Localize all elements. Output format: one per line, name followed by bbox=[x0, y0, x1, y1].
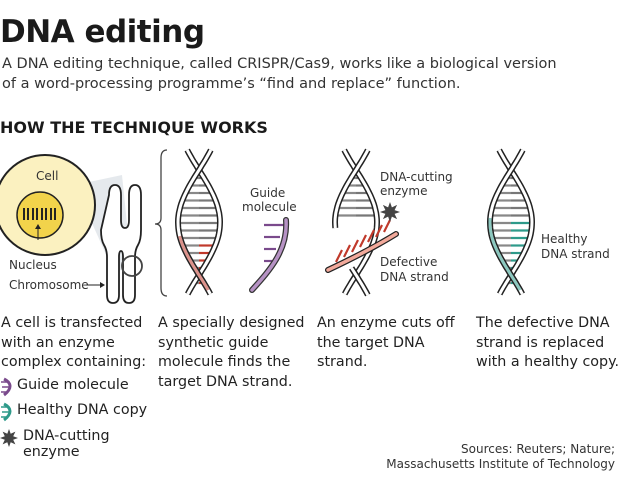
enzyme-label-1: DNA-cutting bbox=[380, 170, 453, 184]
defective-label-1: Defective bbox=[380, 255, 437, 269]
page-title: DNA editing bbox=[0, 14, 205, 50]
legend-healthy-dna: Healthy DNA copy bbox=[0, 402, 147, 422]
magnify-circle bbox=[121, 255, 143, 277]
defective-strand-illustration bbox=[325, 219, 399, 273]
subtitle-line-2: of a word-processing programme’s “find a… bbox=[2, 76, 461, 92]
legend-label-line: DNA-cutting bbox=[23, 428, 110, 444]
enzyme-star-icon bbox=[0, 429, 18, 447]
healthy-label-1: Healthy bbox=[541, 232, 588, 246]
sources: Sources: Reuters; Nature; Massachusetts … bbox=[386, 442, 615, 472]
caption-line: A specially designed bbox=[158, 315, 305, 331]
caption-line: strand. bbox=[317, 354, 368, 370]
legend-label: Healthy DNA copy bbox=[17, 402, 148, 418]
caption-line: synthetic guide bbox=[158, 334, 269, 351]
dna-helix-repaired bbox=[486, 148, 536, 296]
caption-line: A cell is transfected bbox=[1, 315, 143, 331]
step-3-caption: An enzyme cuts off the target DNA strand… bbox=[317, 314, 455, 373]
caption-line: molecule finds the bbox=[158, 354, 291, 370]
caption-line: the target DNA bbox=[317, 334, 425, 351]
chromosome-label: Chromosome bbox=[9, 278, 89, 292]
caption-line: complex containing: bbox=[1, 354, 147, 370]
cell-label: Cell bbox=[36, 169, 58, 183]
caption-line: target DNA strand. bbox=[158, 373, 293, 390]
caption-line: The defective DNA bbox=[476, 315, 610, 331]
legend-label: Guide molecule bbox=[17, 377, 129, 393]
legend-label-line: enzyme bbox=[23, 444, 80, 460]
enzyme-star-icon bbox=[380, 202, 400, 222]
subtitle-line-1: A DNA editing technique, called CRISPR/C… bbox=[2, 56, 557, 72]
dna-helix-cut bbox=[331, 148, 381, 297]
nucleus-label: Nucleus bbox=[9, 258, 57, 272]
legend-guide-molecule: Guide molecule bbox=[0, 377, 129, 397]
step-4-caption: The defective DNA strand is replaced wit… bbox=[476, 314, 619, 373]
sources-line-1: Sources: Reuters; Nature; bbox=[461, 442, 615, 456]
dna-helix-target bbox=[174, 148, 224, 296]
sources-line-2: Massachusetts Institute of Technology bbox=[386, 457, 615, 471]
caption-line: with a healthy copy. bbox=[476, 354, 620, 370]
crispr-diagram: Cell Nucleus Chromosome Guide molecule D… bbox=[0, 148, 610, 304]
enzyme-label-2: enzyme bbox=[380, 184, 427, 198]
caption-line: An enzyme cuts off bbox=[317, 315, 455, 331]
guide-label-1: Guide bbox=[250, 186, 285, 200]
brace bbox=[154, 149, 168, 297]
chromosome-illustration bbox=[100, 184, 142, 304]
guide-label-2: molecule bbox=[242, 200, 297, 214]
caption-line: with an enzyme bbox=[1, 334, 115, 351]
guide-molecule-icon bbox=[1, 377, 12, 397]
step-1-caption: A cell is transfected with an enzyme com… bbox=[1, 314, 146, 373]
healthy-label-2: DNA strand bbox=[541, 247, 610, 261]
healthy-dna-icon bbox=[1, 402, 12, 422]
step-2-caption: A specially designed synthetic guide mol… bbox=[158, 314, 305, 392]
guide-molecule-illustration bbox=[249, 217, 290, 293]
cell-illustration bbox=[0, 154, 96, 256]
caption-line: strand is replaced bbox=[476, 334, 605, 351]
chromosome-arrow bbox=[86, 282, 105, 288]
defective-label-2: DNA strand bbox=[380, 270, 449, 284]
section-heading: HOW THE TECHNIQUE WORKS bbox=[0, 118, 268, 137]
